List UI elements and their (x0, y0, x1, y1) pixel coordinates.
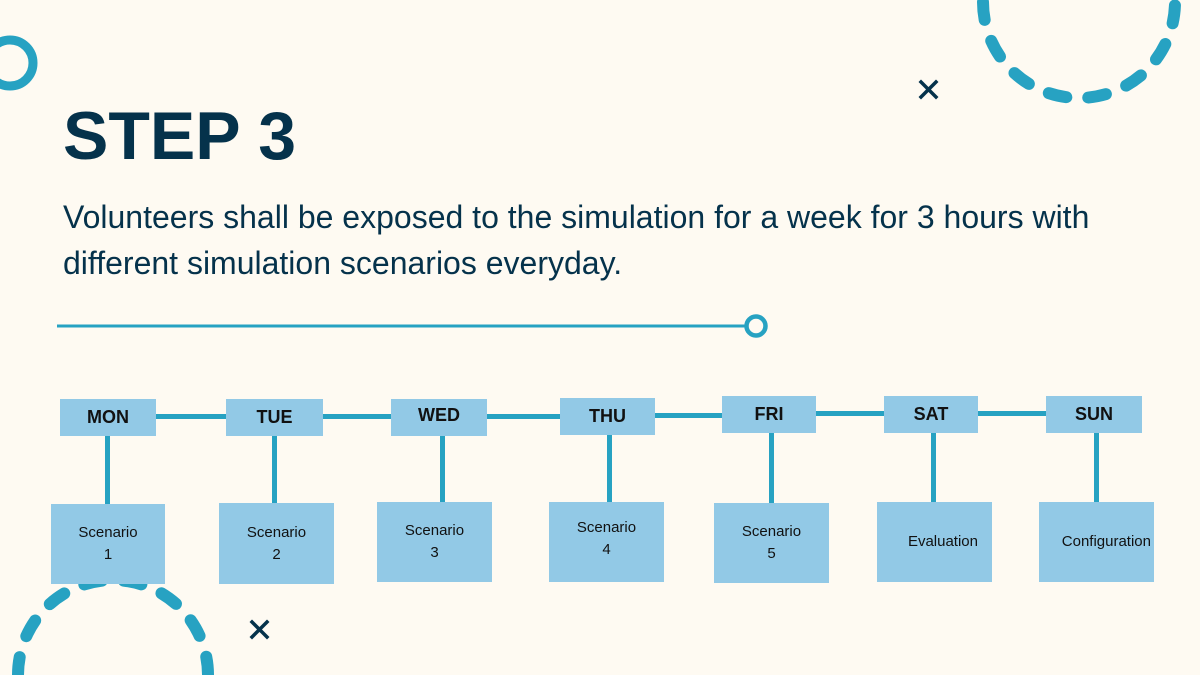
day-box-sun: SUN (1046, 396, 1142, 433)
task-number: 3 (430, 544, 439, 561)
task-label: Configuration (1061, 533, 1151, 550)
task-box-wed: Scenario 3 (377, 502, 492, 582)
task-label: Scenario (246, 523, 307, 541)
connector-thu-fri (655, 413, 722, 418)
connector-fri-sat (816, 411, 884, 416)
day-label: WED (418, 405, 460, 425)
day-box-thu: THU (560, 398, 655, 435)
day-box-fri: FRI (722, 396, 816, 433)
task-box-thu: Scenario 4 (549, 502, 664, 582)
task-number: 2 (272, 545, 281, 563)
connector-fri-task (769, 432, 774, 504)
dashed-arc-icon (977, 0, 1181, 104)
task-box-sat: Evaluation (877, 502, 992, 582)
connector-tue-wed (323, 414, 391, 419)
page-title: STEP 3 (63, 98, 297, 174)
connector-tue-task (272, 435, 277, 503)
step-description: Volunteers shall be exposed to the simul… (63, 199, 1090, 281)
task-number: 5 (767, 545, 776, 562)
day-box-sat: SAT (884, 396, 978, 433)
day-label: FRI (754, 404, 784, 424)
day-label: TUE (256, 407, 293, 427)
task-box-mon: Scenario 1 (51, 504, 165, 584)
task-number: 1 (103, 546, 113, 563)
day-box-tue: TUE (226, 399, 323, 436)
task-box-fri: Scenario 5 (714, 503, 829, 583)
dashed-arc-icon (12, 574, 214, 675)
task-label: Evaluation (907, 533, 978, 550)
task-box-sun: Configuration (1039, 502, 1154, 582)
task-label: Scenario (404, 522, 465, 539)
cross-icon (249, 619, 270, 640)
divider-end-ring-icon (744, 314, 768, 338)
day-label: MON (87, 407, 129, 427)
day-box-mon: MON (60, 399, 156, 436)
connector-wed-task (440, 435, 445, 503)
day-label: THU (589, 406, 626, 426)
connector-sat-task (931, 432, 936, 502)
task-label: Scenario (78, 524, 138, 541)
task-box-tue: Scenario 2 (219, 503, 334, 584)
ring-icon (0, 35, 38, 91)
day-label: SUN (1074, 404, 1113, 424)
day-label: SAT (913, 404, 949, 424)
cross-icon (918, 79, 939, 100)
connector-sun-task (1094, 432, 1099, 502)
task-label: Scenario (576, 519, 637, 536)
task-label: Scenario (741, 523, 802, 540)
connector-sat-sun (978, 411, 1047, 416)
connector-thu-task (607, 434, 612, 503)
task-number: 4 (602, 541, 611, 558)
connector-wed-thu (487, 414, 560, 419)
connector-mon-tue (156, 414, 226, 419)
connector-mon-task (105, 435, 110, 504)
day-box-wed: WED (391, 399, 487, 436)
